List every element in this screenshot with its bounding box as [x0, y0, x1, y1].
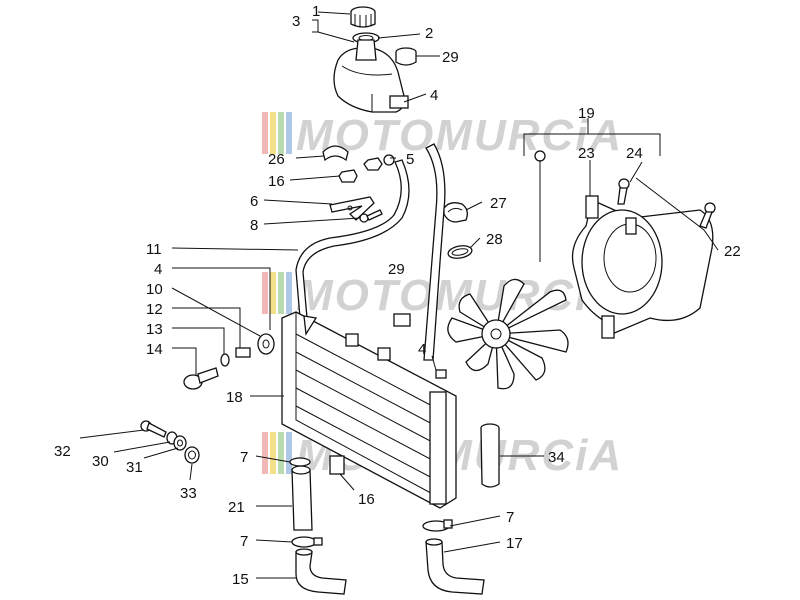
callout-2: 2	[425, 25, 433, 42]
callout-labels: 1 2 3 29 4 19 26 5 23 24 16 6 27 8 28 22…	[54, 3, 741, 588]
callout-6: 6	[250, 193, 258, 210]
callout-34: 34	[548, 449, 565, 466]
callout-11: 11	[146, 241, 162, 258]
callout-3: 3	[292, 13, 300, 30]
callout-12: 12	[146, 301, 163, 318]
callout-23: 23	[578, 145, 595, 162]
watermark-stripe	[278, 112, 284, 154]
callout-4: 4	[154, 261, 162, 278]
watermark-middle: MOTOMURCiA	[262, 271, 623, 320]
rubber-plug	[395, 47, 417, 66]
leader-lines	[79, 11, 719, 579]
watermark-stripe	[286, 272, 292, 314]
callout-29: 29	[388, 261, 405, 278]
hose-clip-28	[447, 245, 473, 259]
hose-15	[295, 548, 347, 595]
watermark-stripe	[262, 272, 268, 314]
hose-17	[425, 538, 485, 595]
callout-16: 16	[358, 491, 375, 508]
callout-32: 32	[54, 443, 71, 460]
hose-21	[291, 465, 313, 531]
washer-13	[220, 353, 230, 367]
screw-24a	[617, 178, 630, 205]
callout-31: 31	[126, 459, 143, 476]
bolt-14	[183, 367, 219, 390]
electric-fan-motor	[534, 150, 546, 262]
bolt-32	[140, 420, 167, 438]
hose-clamp-7-right	[422, 519, 453, 532]
hose-clamp-7-left-top	[289, 457, 311, 467]
callout-7: 7	[240, 449, 248, 466]
callout-19: 19	[578, 105, 595, 122]
tank-clamp-26	[322, 145, 349, 162]
watermark-stripe	[278, 272, 284, 314]
callout-26: 26	[268, 151, 285, 168]
callout-27: 27	[490, 195, 507, 212]
watermark-stripe	[286, 432, 292, 474]
callout-4: 4	[418, 341, 426, 358]
tank-bracket-6	[329, 196, 375, 221]
radiator-stub-16	[329, 455, 345, 475]
radiator	[281, 311, 457, 509]
watermark-stripe	[270, 112, 276, 154]
watermark-text: MOTOMURCiA	[296, 271, 623, 320]
hose-clip-27	[443, 202, 468, 223]
watermark-stripe	[262, 112, 268, 154]
callout-10: 10	[146, 281, 163, 298]
watermark-stripe	[286, 112, 292, 154]
tank-spacer-16	[338, 169, 358, 183]
watermark-stripe	[278, 432, 284, 474]
callout-7: 7	[240, 533, 248, 550]
callout-24: 24	[626, 145, 643, 162]
callout-33: 33	[180, 485, 197, 502]
callout-13: 13	[146, 321, 163, 338]
callout-7: 7	[506, 509, 514, 526]
expansion-tank	[333, 39, 409, 113]
fan-shroud-23	[571, 195, 714, 339]
callout-28: 28	[486, 231, 503, 248]
callout-8: 8	[250, 217, 258, 234]
callout-29: 29	[442, 49, 459, 66]
watermark-stripe	[262, 432, 268, 474]
watermark-top: MOTOMURCiA	[262, 111, 623, 160]
callout-17: 17	[506, 535, 523, 552]
callout-21: 21	[228, 499, 245, 516]
spacer-12	[235, 347, 251, 358]
filler-cap	[350, 6, 376, 28]
callout-30: 30	[92, 453, 109, 470]
callout-4: 4	[430, 87, 438, 104]
callout-22: 22	[724, 243, 741, 260]
tank-nut-5	[363, 154, 395, 171]
callout-14: 14	[146, 341, 163, 358]
callout-15: 15	[232, 571, 249, 588]
callout-5: 5	[406, 151, 414, 168]
fan-blades-22	[447, 278, 569, 390]
screw-24b	[699, 202, 716, 229]
washer-31	[173, 435, 187, 451]
watermark-stripe	[270, 272, 276, 314]
watermark-text: MOTOMURCiA	[296, 111, 623, 160]
hose-34	[480, 423, 500, 488]
hose-clamp-7-left-bottom	[291, 536, 323, 548]
overflow-hose-29	[423, 143, 446, 361]
callout-16: 16	[268, 173, 285, 190]
grommet-10	[257, 333, 275, 355]
clip-33	[184, 446, 200, 464]
watermark-stripe	[270, 432, 276, 474]
callout-18: 18	[226, 389, 243, 406]
callout-1: 1	[312, 3, 320, 20]
